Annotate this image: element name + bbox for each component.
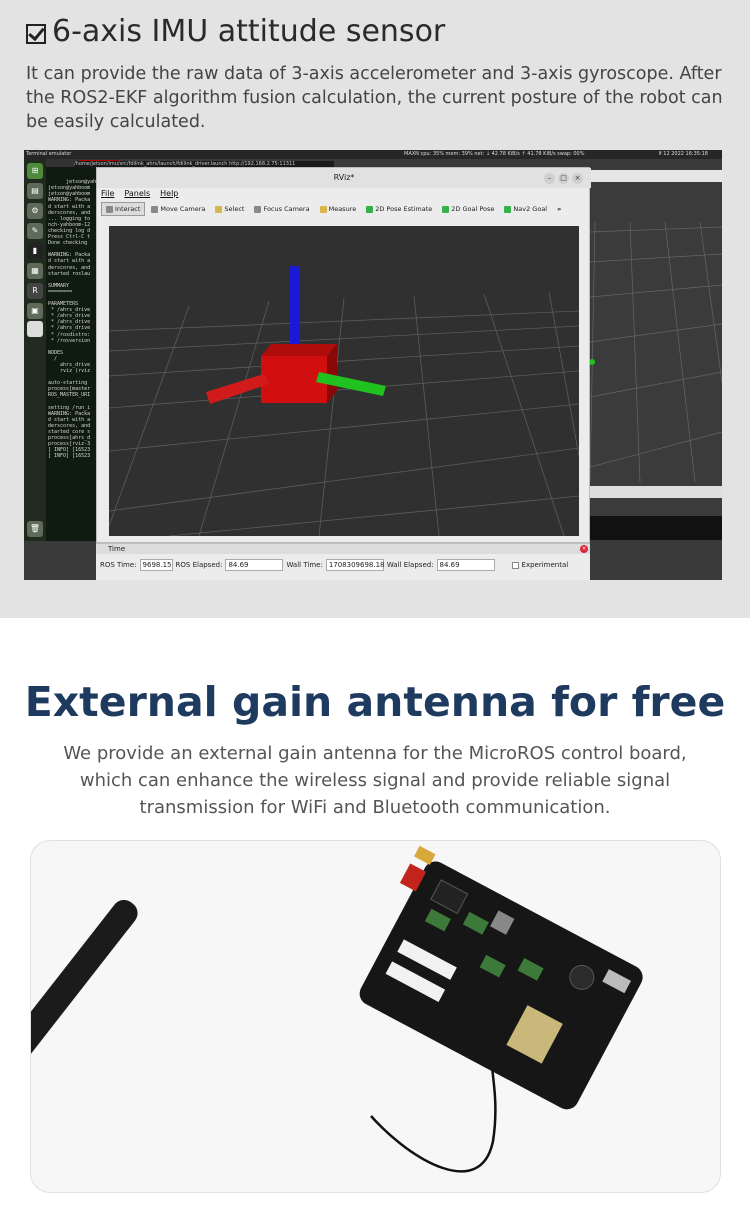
- rviz-toolbar: Interact Move Camera Select Focus Camera…: [101, 201, 587, 217]
- ros-elapsed-field[interactable]: 84.69: [225, 559, 284, 571]
- antenna: [31, 899, 138, 1064]
- maximize-icon[interactable]: □: [558, 173, 569, 184]
- experimental-checkbox[interactable]: [511, 561, 519, 569]
- tool-nav2-goal[interactable]: Nav2 Goal: [500, 203, 551, 215]
- dock-apps-icon[interactable]: ⊞: [27, 163, 43, 179]
- rviz-menubar: File Panels Help: [101, 188, 178, 200]
- menu-help[interactable]: Help: [160, 189, 179, 198]
- pose-estimate-icon: [366, 205, 374, 213]
- time-panel-close-icon[interactable]: ×: [580, 545, 588, 553]
- wall-elapsed-field[interactable]: 84.69: [436, 559, 495, 571]
- time-panel-row: ROS Time: 9698.15 ROS Elapsed: 84.69 Wal…: [100, 559, 568, 571]
- rviz-title: RViz*: [97, 168, 591, 188]
- tool-2d-pose-estimate[interactable]: 2D Pose Estimate: [362, 203, 436, 215]
- tool-interact[interactable]: Interact: [101, 202, 146, 216]
- tool-move-camera-label: Move Camera: [160, 205, 206, 213]
- microros-control-board: [359, 845, 643, 1110]
- desktop-top-bar: Terminal emulator MAXN cpu: 35% mem: 39%…: [24, 150, 722, 159]
- imu-box-front: [261, 356, 327, 403]
- tool-nav-goal-label: Nav2 Goal: [513, 205, 548, 213]
- ground-grid: [109, 291, 579, 536]
- imu-section: 6-axis IMU attitude sensor It can provid…: [0, 0, 750, 618]
- time-panel: Time × ROS Time: 9698.15 ROS Elapsed: 84…: [96, 543, 590, 580]
- tool-measure-label: Measure: [328, 205, 357, 213]
- dock-monitor-icon[interactable]: ▦: [27, 263, 43, 279]
- move-camera-icon: [151, 205, 159, 213]
- hand-icon: [106, 205, 113, 213]
- rviz-scene: [109, 266, 579, 536]
- menu-panels[interactable]: Panels: [124, 189, 151, 198]
- tool-measure[interactable]: Measure: [316, 203, 361, 215]
- menu-file[interactable]: File: [101, 189, 115, 198]
- tool-focus-camera[interactable]: Focus Camera: [250, 203, 313, 215]
- antenna-section-title: External gain antenna for free: [24, 678, 726, 726]
- dock-terminal-icon[interactable]: ▮: [27, 243, 43, 259]
- background-rviz-window: [590, 170, 722, 540]
- tool-move-camera[interactable]: Move Camera: [147, 203, 209, 215]
- system-status-text: MAXN cpu: 35% mem: 39% net: ↓ 42.78 KiB/…: [404, 151, 585, 157]
- app-dock: ⊞ ▤ ⚙ ✎ ▮ ▦ R ▣ 🗑: [24, 159, 46, 541]
- tool-interact-label: Interact: [115, 205, 141, 213]
- rviz-window[interactable]: RViz* – □ × File Panels Help Interact Mo…: [96, 167, 591, 543]
- time-panel-title: Time: [108, 545, 126, 553]
- tool-pose-estimate-label: 2D Pose Estimate: [375, 205, 433, 213]
- system-clock: lf 12 2022 16:35:18: [658, 151, 708, 157]
- rviz-screenshot: Terminal emulator MAXN cpu: 35% mem: 39%…: [24, 150, 722, 580]
- product-illustration: [31, 845, 643, 1173]
- background-window-bar: [590, 170, 722, 182]
- background-window-dark: [590, 516, 722, 540]
- imu-box-side: [327, 344, 337, 403]
- measure-icon: [319, 205, 327, 213]
- tool-select-label: Select: [224, 205, 245, 213]
- tool-goal-pose-label: 2D Goal Pose: [451, 205, 495, 213]
- dock-document-icon[interactable]: [27, 321, 43, 337]
- antenna-board-photo: [30, 840, 721, 1193]
- antenna-description: We provide an external gain antenna for …: [63, 743, 687, 818]
- dock-editor-icon[interactable]: ✎: [27, 223, 43, 239]
- imu-description: It can provide the raw data of 3-axis ac…: [26, 64, 723, 132]
- y-axis-arrow: [316, 372, 386, 396]
- dock-trash-icon[interactable]: 🗑: [27, 521, 43, 537]
- close-icon[interactable]: ×: [572, 173, 583, 184]
- experimental-label: Experimental: [521, 561, 569, 569]
- focus-camera-icon: [254, 205, 262, 213]
- select-icon: [215, 205, 223, 213]
- x-axis-arrow: [206, 374, 269, 404]
- minimize-icon[interactable]: –: [544, 173, 555, 184]
- dock-app-icon[interactable]: ▣: [27, 303, 43, 319]
- wall-time-field[interactable]: 1708309698.18: [325, 559, 384, 571]
- imu-box-top: [261, 344, 337, 356]
- tool-select[interactable]: Select: [211, 203, 248, 215]
- tool-2d-goal-pose[interactable]: 2D Goal Pose: [438, 203, 498, 215]
- background-grid: [590, 221, 722, 482]
- dock-files-icon[interactable]: ▤: [27, 183, 43, 199]
- terminal-path: /home/jetson/imu/src/fdilink_ahrs/launch…: [74, 161, 334, 168]
- time-panel-header: Time ×: [96, 544, 590, 554]
- wall-elapsed-label: Wall Elapsed:: [386, 561, 434, 569]
- ros-time-field[interactable]: 9698.15: [139, 559, 173, 571]
- background-window-band: [590, 486, 722, 498]
- ros-time-label: ROS Time:: [100, 561, 137, 569]
- imu-title-text: 6-axis IMU attitude sensor: [52, 14, 446, 49]
- z-axis-arrow: [290, 266, 300, 356]
- toolbar-more-glyph: »: [557, 205, 562, 213]
- wall-time-label: Wall Time:: [286, 561, 323, 569]
- dock-settings-icon[interactable]: ⚙: [27, 203, 43, 219]
- rviz-3d-view[interactable]: [109, 226, 579, 536]
- checkbox-icon: [26, 23, 46, 44]
- dock-rviz-icon[interactable]: R: [27, 283, 43, 299]
- terminal-emulator-label: Terminal emulator: [26, 151, 72, 157]
- nav-goal-icon: [504, 205, 512, 213]
- imu-section-title: 6-axis IMU attitude sensor: [26, 14, 445, 49]
- goal-pose-icon: [442, 205, 450, 213]
- terminal-output: jetson@yahboom jetson@yahboom jetson@yah…: [48, 179, 109, 460]
- antenna-section: External gain antenna for free We provid…: [0, 618, 750, 1225]
- toolbar-more-icon[interactable]: »: [553, 203, 565, 215]
- ros-elapsed-label: ROS Elapsed:: [175, 561, 223, 569]
- tool-focus-camera-label: Focus Camera: [263, 205, 310, 213]
